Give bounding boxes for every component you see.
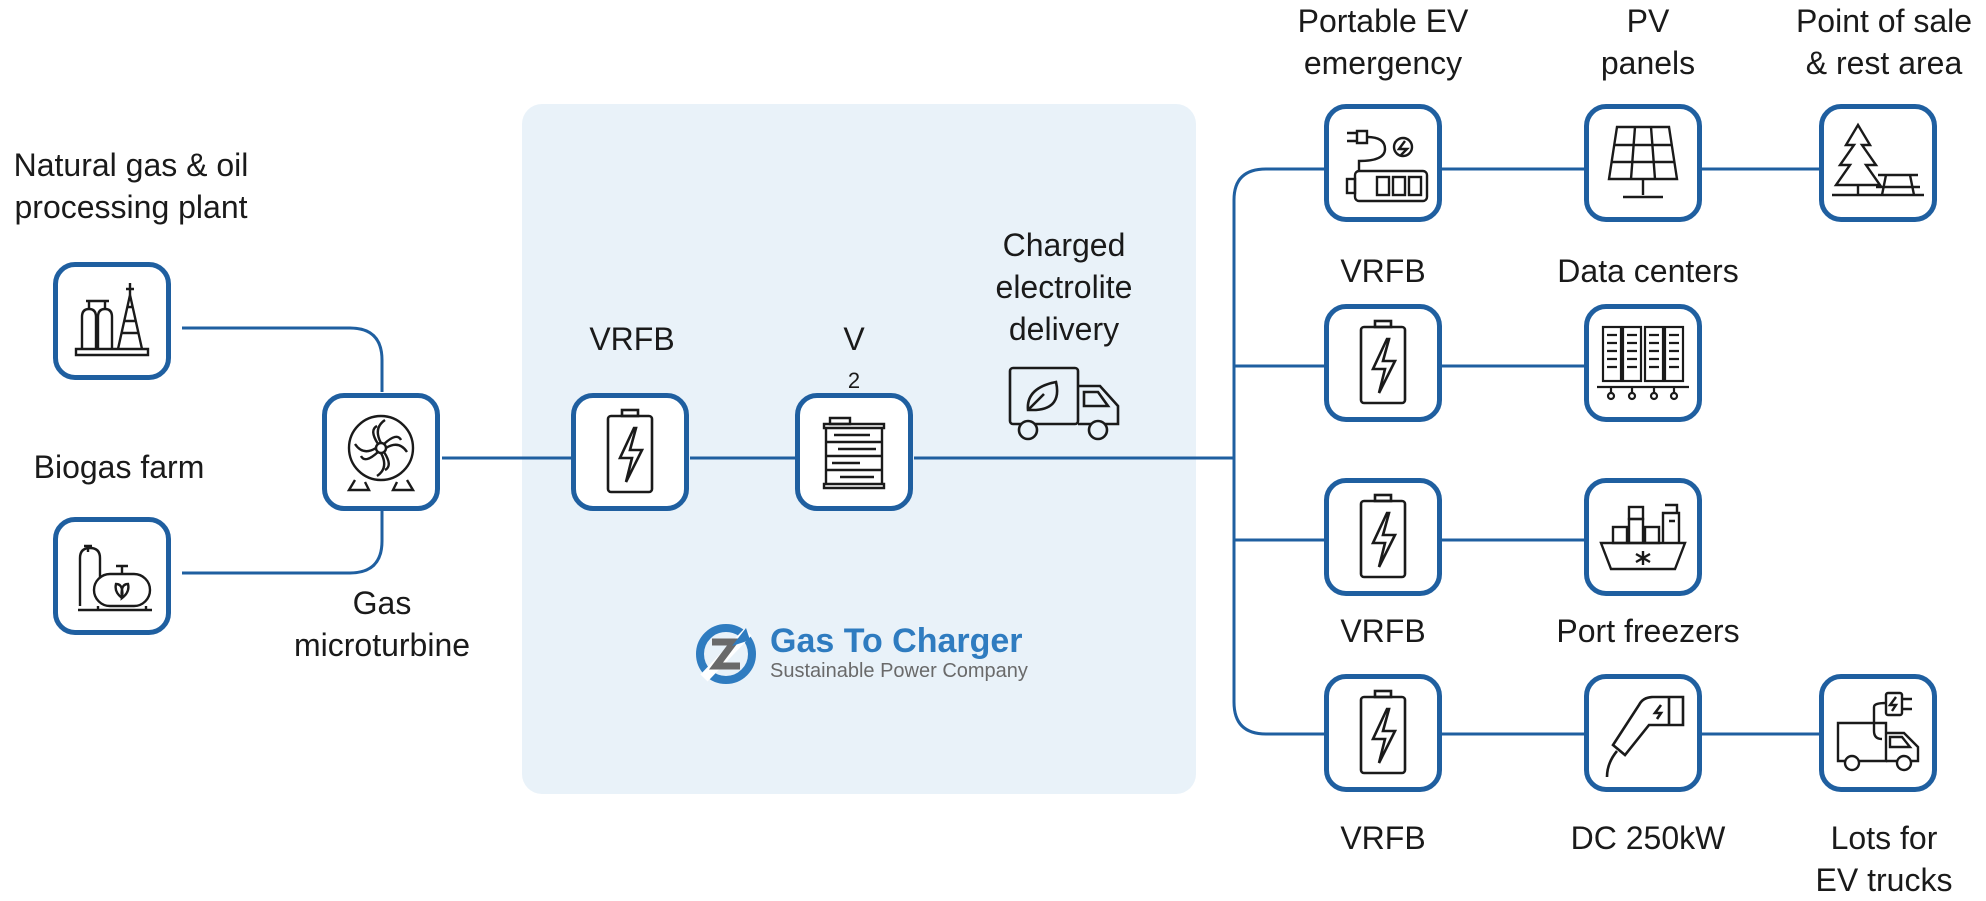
cargo-ship-icon bbox=[1599, 503, 1687, 571]
label-vrfb-center: VRFB bbox=[589, 321, 675, 357]
node-data-centers bbox=[1584, 304, 1702, 422]
node-point-of-sale bbox=[1819, 104, 1937, 222]
node-dc-charger bbox=[1584, 674, 1702, 792]
delivery-truck-icon bbox=[1008, 366, 1120, 441]
node-vrfb-row2 bbox=[1324, 304, 1442, 422]
label-vrfb-row3: VRFB bbox=[1340, 613, 1426, 649]
label-vrfb-row2: VRFB bbox=[1340, 253, 1426, 289]
label-data-centers: Data centers bbox=[1557, 253, 1739, 289]
ev-charger-plug-icon bbox=[1605, 695, 1685, 778]
refinery-icon bbox=[74, 283, 150, 357]
node-portable-ev bbox=[1324, 104, 1442, 222]
solar-panel-icon bbox=[1607, 125, 1679, 199]
company-logo: Gas To Charger Sustainable Power Company bbox=[694, 618, 1054, 690]
electric-truck-icon bbox=[1836, 691, 1920, 772]
node-pv-panels bbox=[1584, 104, 1702, 222]
node-vrfb-row3 bbox=[1324, 478, 1442, 596]
label-biogas-farm: Biogas farm bbox=[33, 449, 205, 485]
battery-bolt-icon bbox=[606, 408, 654, 494]
label-port-freezers: Port freezers bbox=[1556, 613, 1740, 649]
battery-bolt-icon bbox=[1359, 689, 1407, 775]
gas-to-charger-logo-icon bbox=[696, 624, 756, 684]
node-vrfb-row4 bbox=[1324, 674, 1442, 792]
portable-charger-icon bbox=[1345, 129, 1429, 203]
battery-bolt-icon bbox=[1359, 493, 1407, 579]
server-rack-icon bbox=[1597, 325, 1689, 401]
label-point-of-sale: Point of sale& rest area bbox=[1795, 3, 1973, 81]
node-port-freezers bbox=[1584, 478, 1702, 596]
logo-title: Gas To Charger bbox=[770, 622, 1023, 660]
barrel-icon bbox=[822, 416, 886, 490]
biogas-tank-icon bbox=[78, 544, 152, 612]
picnic-rest-area-icon bbox=[1832, 122, 1924, 197]
turbine-fan-icon bbox=[346, 414, 416, 492]
label-dc-charger: DC 250kW bbox=[1570, 820, 1726, 856]
node-biogas-farm bbox=[53, 517, 171, 635]
node-v2o5-barrel bbox=[795, 393, 913, 511]
node-natural-gas-plant bbox=[53, 262, 171, 380]
label-vrfb-row4: VRFB bbox=[1340, 820, 1426, 856]
node-ev-trucks bbox=[1819, 674, 1937, 792]
node-gas-microturbine bbox=[322, 393, 440, 511]
battery-bolt-icon bbox=[1359, 319, 1407, 405]
node-vrfb-center bbox=[571, 393, 689, 511]
logo-subtitle: Sustainable Power Company bbox=[770, 660, 1028, 682]
